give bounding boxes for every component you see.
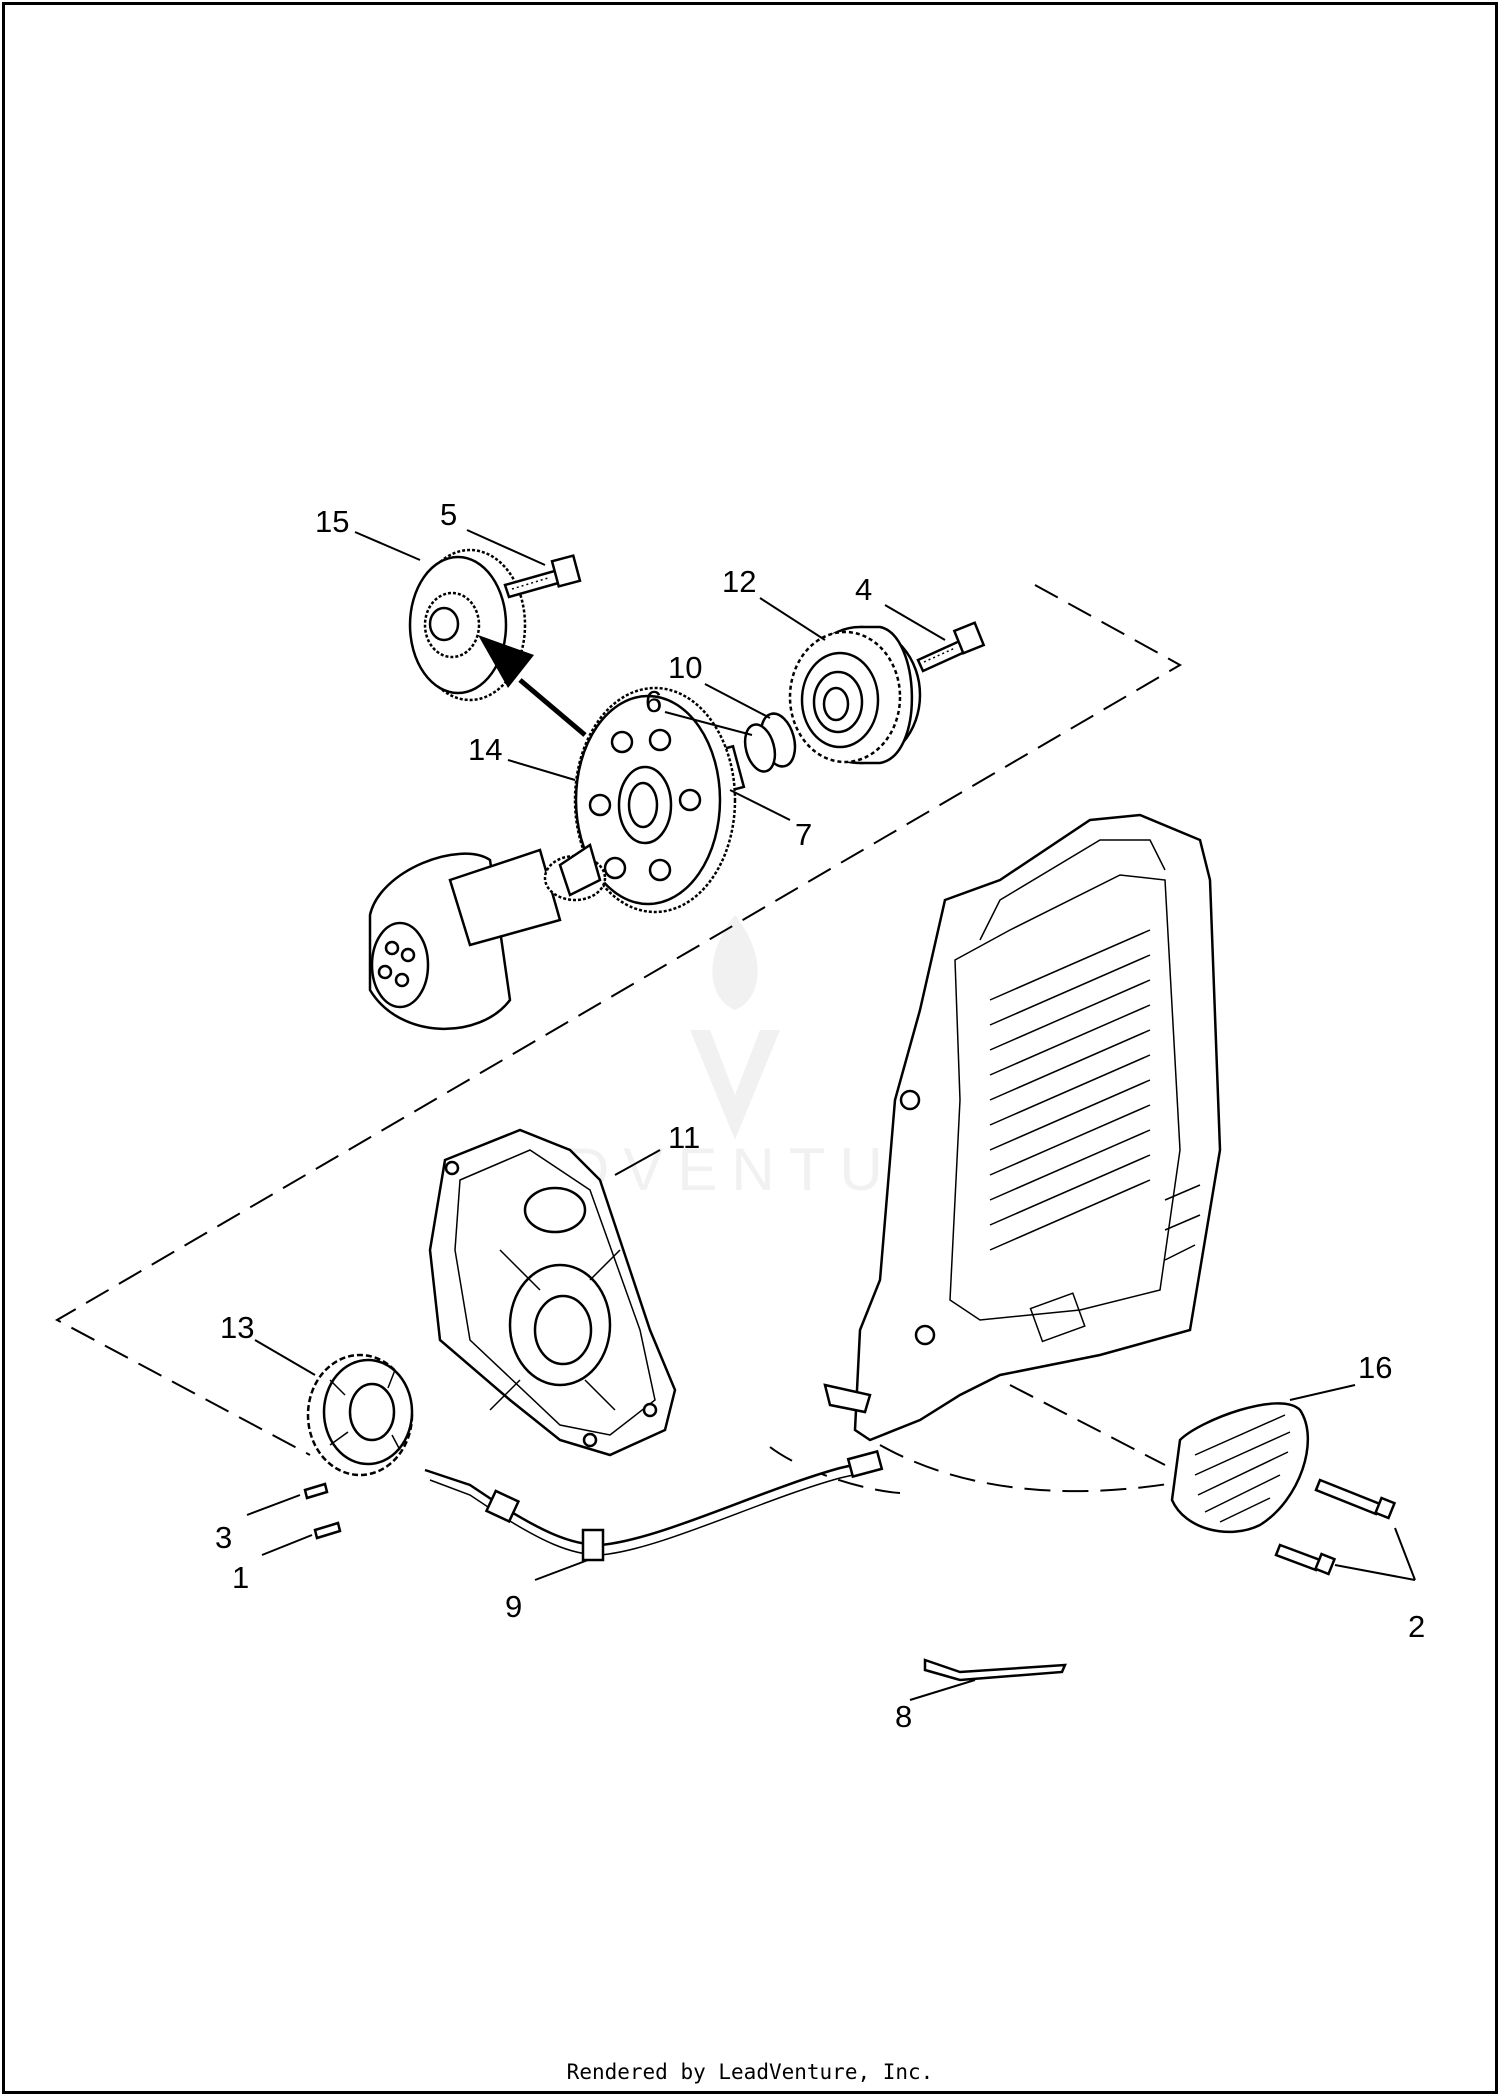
outer-cover: [823, 813, 1222, 1442]
assembly-dashed-lines: [54, 584, 1183, 1494]
callout-1: 1: [232, 1560, 249, 1595]
callout-12: 12: [722, 564, 756, 599]
part-5-bolt: [503, 554, 582, 599]
callout-6: 6: [645, 684, 662, 719]
cover-grille: [989, 929, 1151, 1251]
callout-3: 3: [215, 1520, 232, 1555]
part-4-bolt: [916, 621, 986, 673]
direction-arrow: [478, 635, 587, 737]
part-14-large-gear: [573, 686, 737, 914]
callout-8: 8: [895, 1699, 912, 1734]
part-9-harness: [424, 1449, 884, 1562]
part-3-screw: [303, 1482, 329, 1500]
callout-9: 9: [505, 1589, 522, 1624]
callout-10: 10: [668, 650, 702, 685]
part-6-ring: [743, 723, 777, 773]
part-8-tool: [923, 1658, 1067, 1682]
part-16-timer-cover: [1170, 1402, 1309, 1534]
crankshaft: [368, 843, 607, 1030]
callout-2: 2: [1408, 1609, 1425, 1644]
callout-15: 15: [315, 504, 349, 539]
callout-16: 16: [1358, 1350, 1392, 1385]
callout-7: 7: [795, 817, 812, 852]
footer-credit: Rendered by LeadVenture, Inc.: [566, 2060, 934, 2084]
part-12-hub: [788, 625, 922, 765]
part-13-stator: [306, 1353, 414, 1477]
part-1-screw: [313, 1521, 342, 1540]
callout-5: 5: [440, 497, 457, 532]
callout-14: 14: [468, 732, 502, 767]
part-2-screws: [1274, 1478, 1397, 1576]
leader-lines: [246, 529, 1416, 1701]
callout-11: 11: [668, 1120, 700, 1155]
callout-labels: 15 5 12 4 10 6 14 7 11 13 16 3 1 9 2 8: [215, 497, 1425, 1734]
part-11-inner-cover: [428, 1128, 677, 1457]
callout-13: 13: [220, 1310, 254, 1345]
callout-4: 4: [855, 572, 872, 607]
